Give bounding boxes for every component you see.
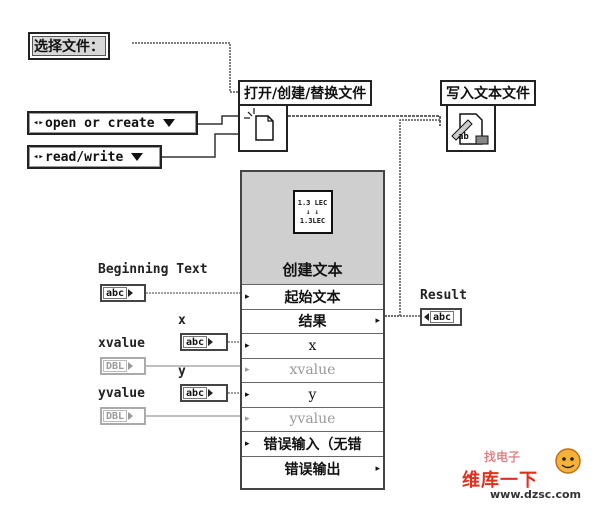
write-text-file-icon: ab [451, 113, 489, 145]
numeric-type-tag: DBL [103, 360, 128, 372]
write-file-vi-title: 写入文本文件 [446, 86, 530, 102]
output-tip-icon [208, 389, 214, 397]
xvalue-label: xvalue [98, 336, 145, 351]
ring-arrows-icon: ◂▸ [33, 118, 44, 128]
x-label: x [178, 313, 186, 328]
open-file-vi-title: 打开/创建/替换文件 [244, 86, 367, 102]
output-arrow-icon: ▸ [375, 316, 380, 327]
express-node-header: 1.3 LEC ↓ ↓ 1.3LEC 创建文本 [242, 172, 383, 285]
output-tip-icon [128, 362, 134, 370]
y-control[interactable]: abc [180, 384, 228, 402]
y-label: y [178, 364, 186, 379]
terminal-label: x [308, 337, 317, 354]
format-text-icon: 1.3 LEC ↓ ↓ 1.3LEC [292, 190, 333, 234]
icon-line-3: 1.3LEC [299, 216, 326, 225]
watermark-brand: 维库一下 [462, 470, 538, 491]
numeric-type-tag: DBL [103, 410, 128, 422]
input-tip-icon [424, 313, 429, 321]
terminal-label: yvalue [289, 411, 336, 428]
string-type-tag: abc [183, 336, 208, 348]
cartoon-face-icon [555, 448, 581, 474]
open-mode-enum[interactable]: ◂▸ open or create [27, 111, 198, 135]
file-path-constant[interactable]: 选择文件： [28, 32, 110, 60]
svg-text:ab: ab [458, 132, 469, 142]
chevron-down-icon [162, 119, 175, 127]
string-type-tag: abc [430, 311, 455, 323]
yvalue-label: yvalue [98, 386, 145, 401]
file-path-constant-label: 选择文件： [34, 39, 104, 55]
terminal-label: 错误输出 [284, 461, 341, 478]
result-label: Result [420, 288, 467, 303]
beginning-text-control[interactable]: abc [100, 284, 146, 302]
yvalue-control[interactable]: DBL [100, 407, 146, 425]
terminal-label: y [308, 386, 317, 403]
open-file-vi[interactable] [238, 104, 288, 152]
terminal-error-out[interactable]: 错误输出 ▸ [242, 457, 383, 482]
refnum-wire [288, 115, 441, 126]
write-file-vi[interactable]: ab [446, 104, 496, 152]
ring-arrows-icon: ◂▸ [33, 152, 44, 162]
string-type-tag: abc [183, 387, 208, 399]
terminal-error-in[interactable]: ▸ 错误输入（无错 [242, 432, 383, 457]
terminal-label: 起始文本 [284, 289, 341, 306]
terminal-x[interactable]: ▸ x [242, 334, 383, 359]
output-tip-icon [128, 412, 134, 420]
terminal-result[interactable]: 结果 ▸ [242, 310, 383, 334]
express-node-title: 创建文本 [282, 261, 343, 279]
result-to-write-wire [385, 119, 440, 317]
terminal-label: xvalue [289, 362, 336, 379]
terminal-beginning-text[interactable]: ▸ 起始文本 [242, 285, 383, 310]
open-mode-wire [198, 115, 238, 125]
access-wire [162, 133, 238, 158]
output-arrow-icon: ▸ [375, 463, 380, 474]
result-indicator[interactable]: abc [420, 308, 462, 326]
output-tip-icon [208, 338, 214, 346]
open-file-vi-label: 打开/创建/替换文件 [238, 80, 373, 106]
access-mode-value: read/write [45, 149, 124, 165]
terminal-label: 结果 [298, 314, 327, 331]
output-tip-icon [128, 289, 134, 297]
watermark-logo: 找电子 维库一下 www.dzsc.com [462, 446, 592, 502]
beginning-text-label: Beginning Text [98, 262, 208, 277]
terminal-label: 错误输入（无错 [263, 436, 362, 453]
write-file-vi-label: 写入文本文件 [440, 80, 536, 106]
format-text-express-node[interactable]: 1.3 LEC ↓ ↓ 1.3LEC 创建文本 ▸ 起始文本 结果 ▸ ▸ x … [240, 170, 385, 490]
terminal-y[interactable]: ▸ y [242, 383, 383, 408]
icon-line-2: ↓ ↓ [306, 207, 319, 216]
access-mode-enum[interactable]: ◂▸ read/write [27, 145, 162, 169]
input-arrow-icon: ▸ [245, 438, 250, 449]
string-type-tag: abc [103, 287, 128, 299]
input-arrow-icon: ▸ [245, 365, 250, 376]
icon-line-1: 1.3 LEC [297, 198, 328, 207]
input-arrow-icon: ▸ [245, 291, 250, 302]
xvalue-control[interactable]: DBL [100, 357, 146, 375]
x-control[interactable]: abc [180, 333, 228, 351]
terminal-xvalue[interactable]: ▸ xvalue [242, 359, 383, 383]
open-mode-value: open or create [45, 115, 155, 131]
new-file-icon [244, 108, 274, 141]
watermark-url: www.dzsc.com [490, 488, 582, 501]
path-wire [132, 42, 238, 93]
input-arrow-icon: ▸ [245, 389, 250, 400]
input-arrow-icon: ▸ [245, 340, 250, 351]
watermark-tagline: 找电子 [484, 450, 521, 464]
terminal-yvalue[interactable]: ▸ yvalue [242, 408, 383, 432]
input-arrow-icon: ▸ [245, 414, 250, 425]
chevron-down-icon [131, 153, 144, 161]
